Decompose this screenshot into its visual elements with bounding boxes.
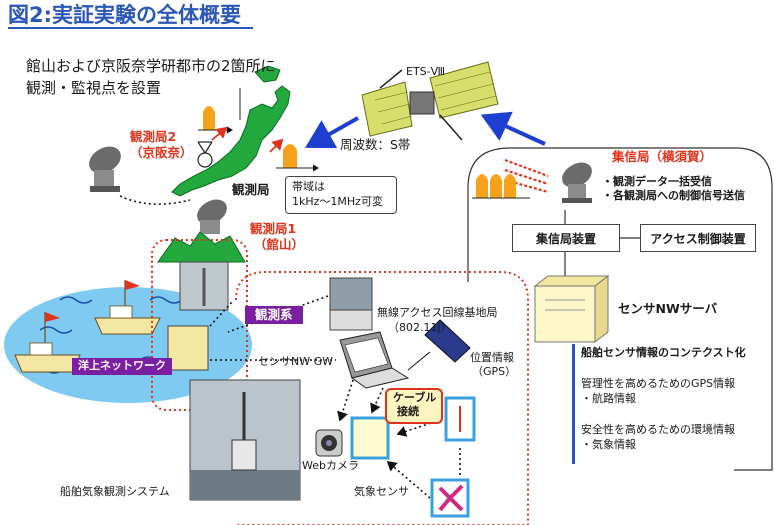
- observation-system-label: 観測系: [245, 306, 303, 325]
- tateyama-station-sub: （館山）: [254, 237, 305, 252]
- cable-line-2: 接続: [397, 405, 419, 418]
- japan-map: [171, 85, 291, 197]
- gateway-photo: [167, 325, 209, 371]
- hub-equipment-box: 集信局装置: [512, 224, 620, 252]
- small-station-label: 観測局: [232, 182, 270, 197]
- intro-line-2: 観測・監視点を設置: [26, 79, 162, 97]
- gps-sub-label: （GPS）: [472, 365, 517, 378]
- spectrum-icon: [203, 106, 215, 130]
- tateyama-hill: [157, 231, 246, 263]
- ship-weather-system-label: 船舶気象観測システム: [60, 485, 170, 498]
- gps-panel-icon: [424, 319, 471, 363]
- access-control-box: アクセス制御装置: [640, 224, 756, 252]
- ship-icon: [94, 280, 161, 335]
- sea-network-label: 洋上ネットワーク: [72, 358, 172, 375]
- observation-dotted-area: [235, 271, 529, 525]
- satellite-name: ETS-Ⅷ: [406, 65, 446, 78]
- rain-sensor-photo: [350, 416, 390, 460]
- webcam-icon: [315, 429, 343, 457]
- cable-line-1: ケーブル: [393, 391, 437, 404]
- cable-connection-box: ケーブル 接続: [385, 388, 443, 424]
- gateway-label: センサNW GW: [258, 355, 334, 368]
- dish-icon: [197, 199, 227, 234]
- webcam-label: Webカメラ: [302, 459, 359, 472]
- kyoto-station-sub: （京阪奈）: [130, 145, 193, 160]
- context-gps-item: ・航路情報: [581, 392, 636, 405]
- server-label: センサNWサーバ: [618, 301, 718, 316]
- context-env-title: 安全性を高めるための環境情報: [581, 423, 735, 436]
- bandwidth-line-2: 1kHz～1MHz可変: [292, 195, 383, 208]
- page-title: 図2:実証実験の全体概要: [8, 3, 254, 30]
- hub-outline: [467, 147, 773, 471]
- gps-label: 位置情報: [470, 351, 514, 364]
- wireless-base-spec: （802.11j）: [388, 321, 452, 334]
- bandwidth-box: 帯域は 1kHz～1MHz可変: [285, 176, 397, 214]
- hub-bullet-1: ・観測データ一括受信: [602, 175, 712, 188]
- weather-sensor-label: 気象センサ: [354, 485, 409, 498]
- dish-icon: [89, 146, 121, 192]
- context-gps-title: 管理性を高めるためのGPS情報: [581, 377, 736, 390]
- context-heading: 船舶センサ情報のコンテクスト化: [581, 346, 746, 359]
- intro-line-1: 館山および京阪奈学研都市の2箇所に: [26, 57, 276, 75]
- hub-bullet-2: ・各観測局への制御信号送信: [602, 189, 745, 202]
- wave-lines: [29, 296, 183, 374]
- server-icon: [534, 285, 596, 343]
- context-box: 船舶センサ情報のコンテクスト化 管理性を高めるためのGPS情報 ・航路情報 安全…: [572, 344, 771, 464]
- sea-area: [4, 287, 252, 403]
- spectrum-icon: [283, 144, 297, 168]
- wireless-base-label: 無線アクセス回線基地局: [377, 306, 498, 319]
- antenna-icon: [197, 141, 213, 168]
- satellite-icon: [361, 61, 499, 141]
- dish-icon: [562, 162, 592, 203]
- bandwidth-line-1: 帯域は: [292, 180, 325, 193]
- tateyama-station-label: 観測局1: [250, 221, 297, 236]
- kyoto-station-label: 観測局2: [130, 129, 177, 144]
- laptop-icon: [339, 331, 410, 389]
- hub-title: 集信局（横須賀）: [612, 149, 713, 164]
- context-env-item: ・気象情報: [581, 438, 636, 451]
- satellite-band: 周波数：S帯: [340, 137, 411, 152]
